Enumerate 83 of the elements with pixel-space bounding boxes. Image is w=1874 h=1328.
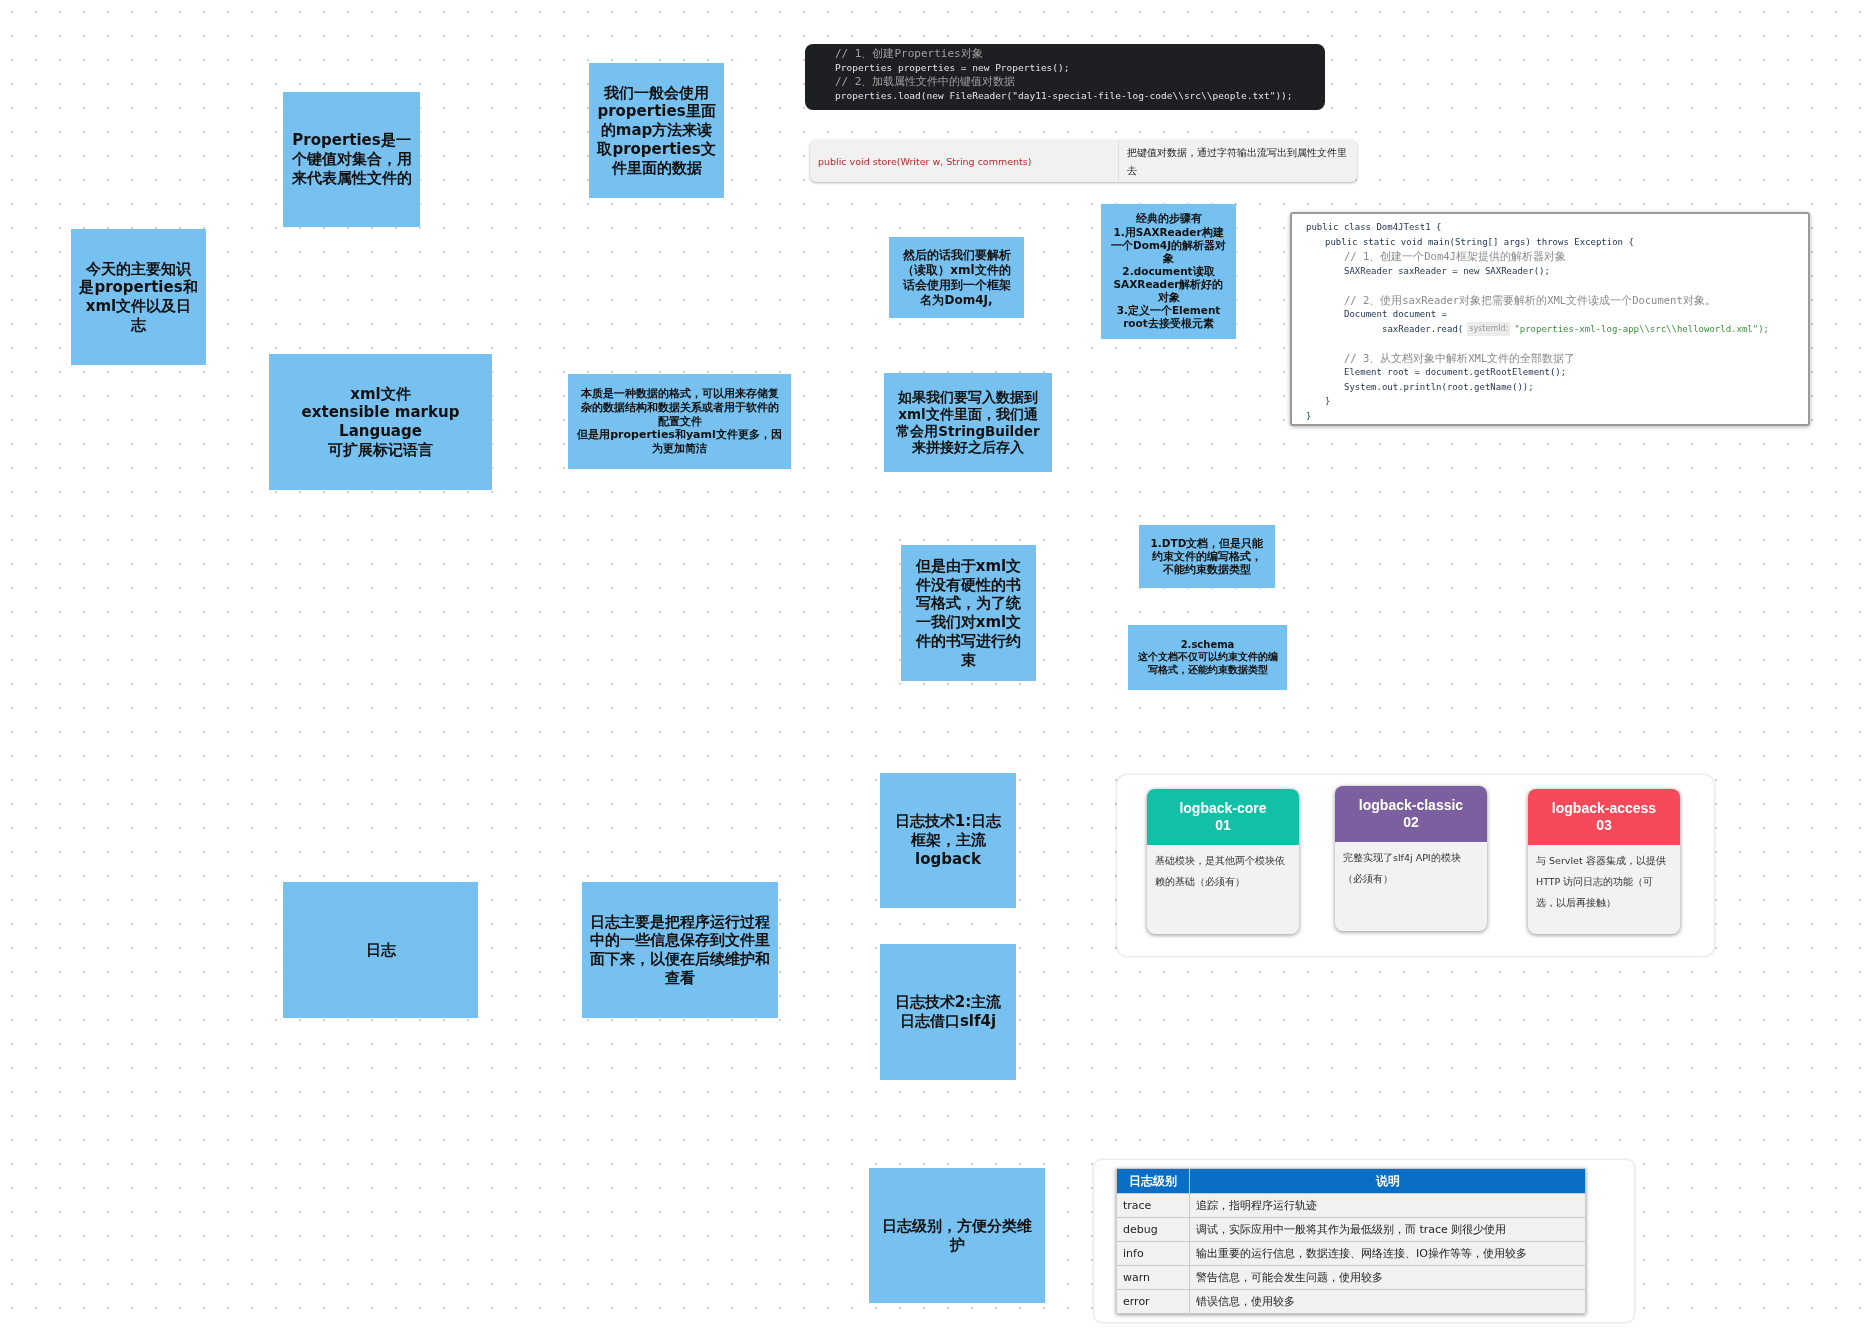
code-comment: // 2、使用saxReader对象把需要解析的XML文件读成一个Document对象。 — [1344, 292, 1716, 307]
sticky-note — [901, 545, 1036, 681]
table-cell: 追踪，指明程序运行轨迹 — [1189, 1193, 1586, 1218]
table-cell: warn — [1116, 1265, 1190, 1290]
code-line: SAXReader saxReader = new SAXReader(); — [1344, 264, 1550, 278]
code-line: System.out.println(root.getName()); — [1344, 380, 1534, 394]
note-text: 这个文档不仅可以约束文件的编写格式，还能约束数据类型 — [1136, 651, 1279, 677]
code-line: Element root = document.getRootElement(); — [1344, 366, 1567, 379]
table-cell: public void store(Writer w, String comments) — [810, 140, 1119, 182]
sticky-note — [889, 237, 1024, 318]
sticky-note — [71, 229, 206, 365]
note-text: 日志级别，方便分类维护 — [881, 1216, 1033, 1255]
note-text: 可扩展标记语言 — [328, 440, 433, 460]
module-card — [1147, 789, 1299, 934]
code-comment: // 1、创建一个Dom4J框架提供的解析器对象 — [1344, 249, 1566, 264]
sticky-note — [269, 354, 492, 490]
code-comment: // 2、加载属性文件中的键值对数据 — [835, 75, 1016, 89]
note-text: 但是由于xml文件没有硬性的书写格式，为了统一我们对xml文件的书写进行约束 — [914, 556, 1023, 670]
sticky-note — [283, 882, 478, 1018]
note-text: 2.document读取SAXReader解析好的对象 — [1112, 264, 1225, 304]
code-line: } — [1325, 395, 1331, 408]
module-card — [1528, 789, 1680, 934]
sticky-note — [589, 63, 724, 198]
sticky-note — [1139, 525, 1275, 588]
card-number: 03 — [1595, 817, 1613, 835]
table-cell: 调试，实际应用中一般将其作为最低级别，而 trace 则很少使用 — [1189, 1217, 1586, 1242]
code-line: saxReader.read( — [1382, 322, 1464, 336]
code-comment: // 3、从文档对象中解析XML文件的全部数据了 — [1344, 350, 1576, 365]
note-text: 我们一般会使用properties里面的map方法来读取properties文件里面的数据 — [597, 83, 716, 178]
code-line: "properties-xml-log-app\\src\\helloworld.xml"); — [1514, 322, 1769, 336]
note-text: Properties是一个键值对集合，用来代表属性文件的 — [291, 131, 412, 188]
sticky-note — [884, 373, 1052, 472]
table-cell: info — [1116, 1241, 1190, 1266]
note-text: 日志技术1:日志框架，主流logback — [893, 812, 1003, 869]
table-cell: 警告信息，可能会发生问题，使用较多 — [1189, 1265, 1586, 1290]
sticky-note — [582, 882, 778, 1018]
note-text: 3.定义一个Element root去接受根元素 — [1115, 304, 1222, 331]
code-line: public class Dom4JTest1 { — [1306, 221, 1442, 234]
sticky-note — [1128, 625, 1287, 690]
note-text: 今天的主要知识是properties和xml文件以及日志 — [79, 259, 198, 335]
sticky-note — [880, 773, 1016, 908]
card-text: 与 Servlet 容器集成，以提供 HTTP 访问日志的功能（可选，以后再接触） — [1535, 854, 1667, 910]
note-text: 本质是一种数据的格式，可以用来存储复杂的数据结构和数据关系或者用于软件的配置文件 — [579, 387, 780, 428]
note-text: xml文件 — [350, 384, 411, 404]
table-header-cell: 说明 — [1189, 1168, 1586, 1194]
parameter-hint: systemId: — [1467, 321, 1511, 336]
card-number: 01 — [1214, 817, 1232, 835]
note-text: 2.schema — [1180, 638, 1235, 651]
table-cell: trace — [1116, 1193, 1190, 1218]
code-line: } — [1306, 409, 1312, 423]
note-text: 如果我们要写入数据到xml文件里面，我们通常会用StringBuilder来拼接好之后存入 — [895, 388, 1041, 457]
note-text: 日志主要是把程序运行过程中的一些信息保存到文件里面下来，以便在后续维护和查看 — [590, 912, 770, 988]
note-text: 但是用properties和yaml文件更多，因为更加简洁 — [576, 428, 783, 456]
note-text: 然后的话我们要解析（读取）xml文件的话会使用到一个框架名为Dom4J, — [901, 247, 1012, 308]
sticky-note — [880, 944, 1016, 1080]
table-cell: 输出重要的运行信息，数据连接、网络连接、IO操作等等，使用较多 — [1189, 1241, 1586, 1266]
code-line: Document document = — [1344, 308, 1447, 321]
note-text: 1.用SAXReader构建一个Dom4J的解析器对象 — [1109, 225, 1228, 265]
table-cell: debug — [1116, 1217, 1190, 1242]
code-line: public static void main(String[] args) throws Exception { — [1325, 235, 1634, 249]
table-cell: error — [1116, 1289, 1190, 1314]
sticky-note — [568, 374, 791, 469]
card-title: logback-classic — [1357, 796, 1465, 814]
code-line: properties.load(new FileReader("day11-special-file-log-code\\src\\people.txt")); — [835, 89, 1293, 103]
table-cell: 错误信息，使用较多 — [1189, 1289, 1586, 1314]
table-cell-text: 把键值对数据，通过字符输出流写出到属性文件里去 — [1126, 146, 1348, 178]
card-title: logback-access — [1550, 799, 1658, 817]
card-number: 02 — [1402, 814, 1420, 832]
module-card — [1335, 786, 1487, 931]
sticky-note — [283, 92, 420, 227]
card-title: logback-core — [1178, 799, 1268, 817]
note-text: extensible markup Language — [300, 403, 461, 441]
note-text: 日志技术2:主流日志借口slf4j — [893, 993, 1003, 1031]
note-text: 日志 — [365, 940, 396, 960]
note-text: 1.DTD文档，但是只能约束文件的编写格式，不能约束数据类型 — [1149, 536, 1265, 577]
sticky-note — [1101, 204, 1236, 339]
code-line: Properties properties = new Properties(); — [835, 61, 1070, 75]
card-text: 完整实现了slf4j API的模块（必须有） — [1342, 851, 1462, 886]
sticky-note — [869, 1168, 1045, 1303]
code-comment: // 1、创建Properties对象 — [835, 47, 983, 61]
note-text: 经典的步骤有 — [1135, 212, 1202, 226]
table-header-cell: 日志级别 — [1116, 1168, 1190, 1194]
card-text: 基础模块，是其他两个模块依赖的基础（必须有） — [1154, 854, 1286, 889]
